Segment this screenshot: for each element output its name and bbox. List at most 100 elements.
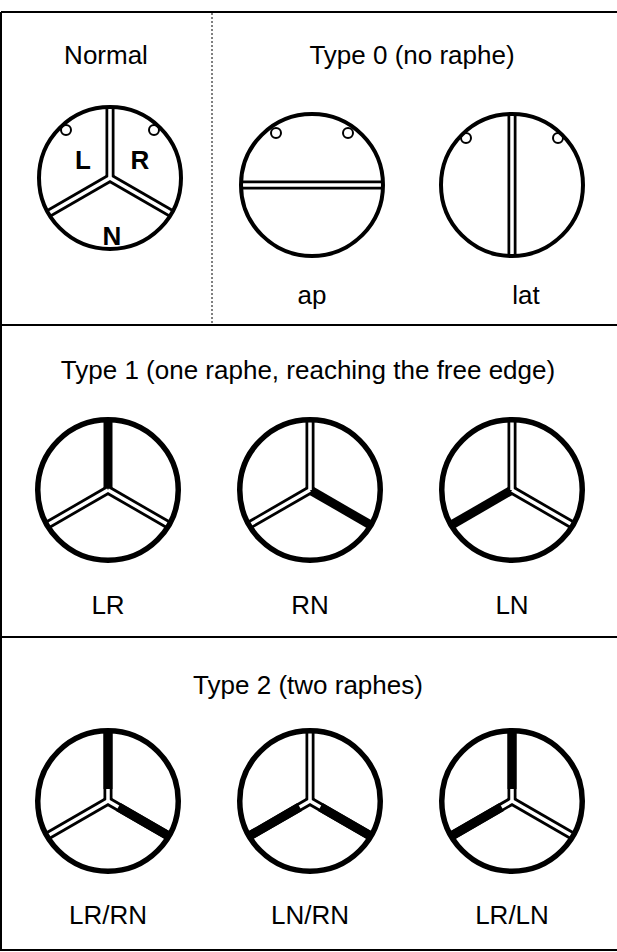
commissure-gap	[110, 178, 172, 214]
commissure-line	[306, 729, 315, 801]
valve-circle: LR/RN	[35, 728, 181, 874]
valve-outline-svg	[439, 728, 585, 874]
commissure-line	[118, 807, 170, 837]
commissure-gap	[108, 801, 170, 837]
coronary-ostium	[343, 128, 353, 138]
valve-annulus	[240, 420, 381, 561]
valve-outline-svg	[237, 417, 383, 563]
commissure-line	[108, 801, 170, 837]
commissure-line	[46, 801, 108, 837]
panel-border	[0, 324, 617, 326]
valve-caption: RN	[291, 590, 329, 620]
valve-caption: LR/LN	[475, 900, 549, 930]
commissure-line	[450, 801, 512, 837]
valve-circle: RN	[237, 417, 383, 563]
commissure-layer	[46, 106, 575, 837]
cusp-letter: N	[103, 221, 122, 251]
commissure-line	[104, 418, 113, 490]
panel-heading: Normal	[64, 40, 148, 70]
commissure-line	[450, 490, 512, 526]
classification-panel: Type 2 (two raphes) LR/RN LN/RN LR/LN	[0, 637, 617, 950]
commissure-gap	[512, 490, 574, 526]
commissure-line	[248, 801, 310, 837]
commissure-line	[306, 418, 315, 490]
valve-caption: LR	[91, 590, 124, 620]
panel-heading: Type 2 (two raphes)	[193, 670, 423, 700]
valve-caption: LN	[495, 590, 528, 620]
valve-outline-svg	[35, 728, 181, 874]
commissure-line	[450, 807, 502, 837]
valve-outline-svg	[239, 112, 385, 258]
valve-outline-svg	[237, 728, 383, 874]
coronary-ostium	[271, 128, 281, 138]
commissure-gap	[248, 801, 310, 837]
panel-border	[0, 636, 617, 638]
commissure-gap	[46, 801, 108, 837]
valve-circle: ap	[239, 112, 385, 258]
commissure-line	[310, 490, 372, 526]
commissure-gap	[308, 729, 312, 801]
cusp-letter: R	[131, 145, 150, 175]
commissure-line	[248, 490, 310, 526]
panel-border	[0, 949, 617, 951]
commissure-gap	[46, 490, 108, 526]
ostia-layer	[61, 125, 563, 143]
valve-caption: LN/RN	[271, 900, 349, 930]
commissure-line	[248, 807, 300, 837]
valve-caption: ap	[298, 280, 327, 310]
commissure-gap	[450, 801, 512, 837]
panel-border	[0, 12, 2, 950]
commissure-gap	[308, 418, 312, 490]
classification-panel: Type 0 (no raphe)aplat	[212, 12, 617, 325]
commissure-line	[108, 490, 170, 526]
commissure-gap	[310, 801, 372, 837]
commissure-gap	[510, 113, 514, 257]
commissure-line	[508, 418, 517, 490]
commissure-line	[104, 729, 113, 801]
valve-annulus	[38, 731, 179, 872]
valve-outline-svg	[35, 417, 181, 563]
valve-circle: LR/LN	[439, 728, 585, 874]
valve-annulus	[442, 420, 583, 561]
valve-annulus	[442, 731, 583, 872]
commissure-gap	[108, 106, 112, 178]
valve-annulus	[38, 420, 179, 561]
commissure-line	[110, 178, 172, 214]
valve-circle: LN/RN	[237, 728, 383, 874]
dotted-divider	[212, 13, 213, 324]
valve-circle: lat	[439, 112, 585, 258]
commissure-line	[106, 106, 115, 178]
valve-annulus	[241, 114, 383, 256]
classification-panel: Type 1 (one raphe, reaching the free edg…	[0, 325, 617, 637]
commissure-line	[512, 801, 574, 837]
commissure-line	[46, 490, 108, 526]
commissure-gap	[108, 490, 170, 526]
commissure-line	[512, 490, 574, 526]
valve-annulus	[441, 114, 583, 256]
commissure-line	[240, 181, 384, 190]
commissure-gap	[106, 729, 110, 801]
commissure-gap	[512, 801, 574, 837]
commissure-gap	[48, 178, 110, 214]
valve-outline-svg	[439, 112, 585, 258]
valve-caption: lat	[512, 280, 539, 310]
valve-caption: LR/RN	[69, 900, 147, 930]
panel-heading: Type 1 (one raphe, reaching the free edg…	[61, 355, 555, 385]
valve-outline-svg	[439, 417, 585, 563]
valve-circle: LR	[35, 417, 181, 563]
valve-annulus	[240, 731, 381, 872]
classification-panel: NormalL R N	[0, 12, 212, 325]
panel-heading: Type 0 (no raphe)	[309, 40, 514, 70]
panel-border	[1, 11, 617, 13]
commissure-gap	[240, 183, 384, 187]
commissure-gap	[248, 490, 310, 526]
commissure-line	[508, 729, 517, 789]
commissure-line	[508, 729, 517, 801]
cusp-letter: L	[75, 145, 91, 175]
commissure-line	[310, 801, 372, 837]
commissure-gap	[510, 418, 514, 490]
valve-circle: LN	[439, 417, 585, 563]
commissure-line	[320, 807, 372, 837]
